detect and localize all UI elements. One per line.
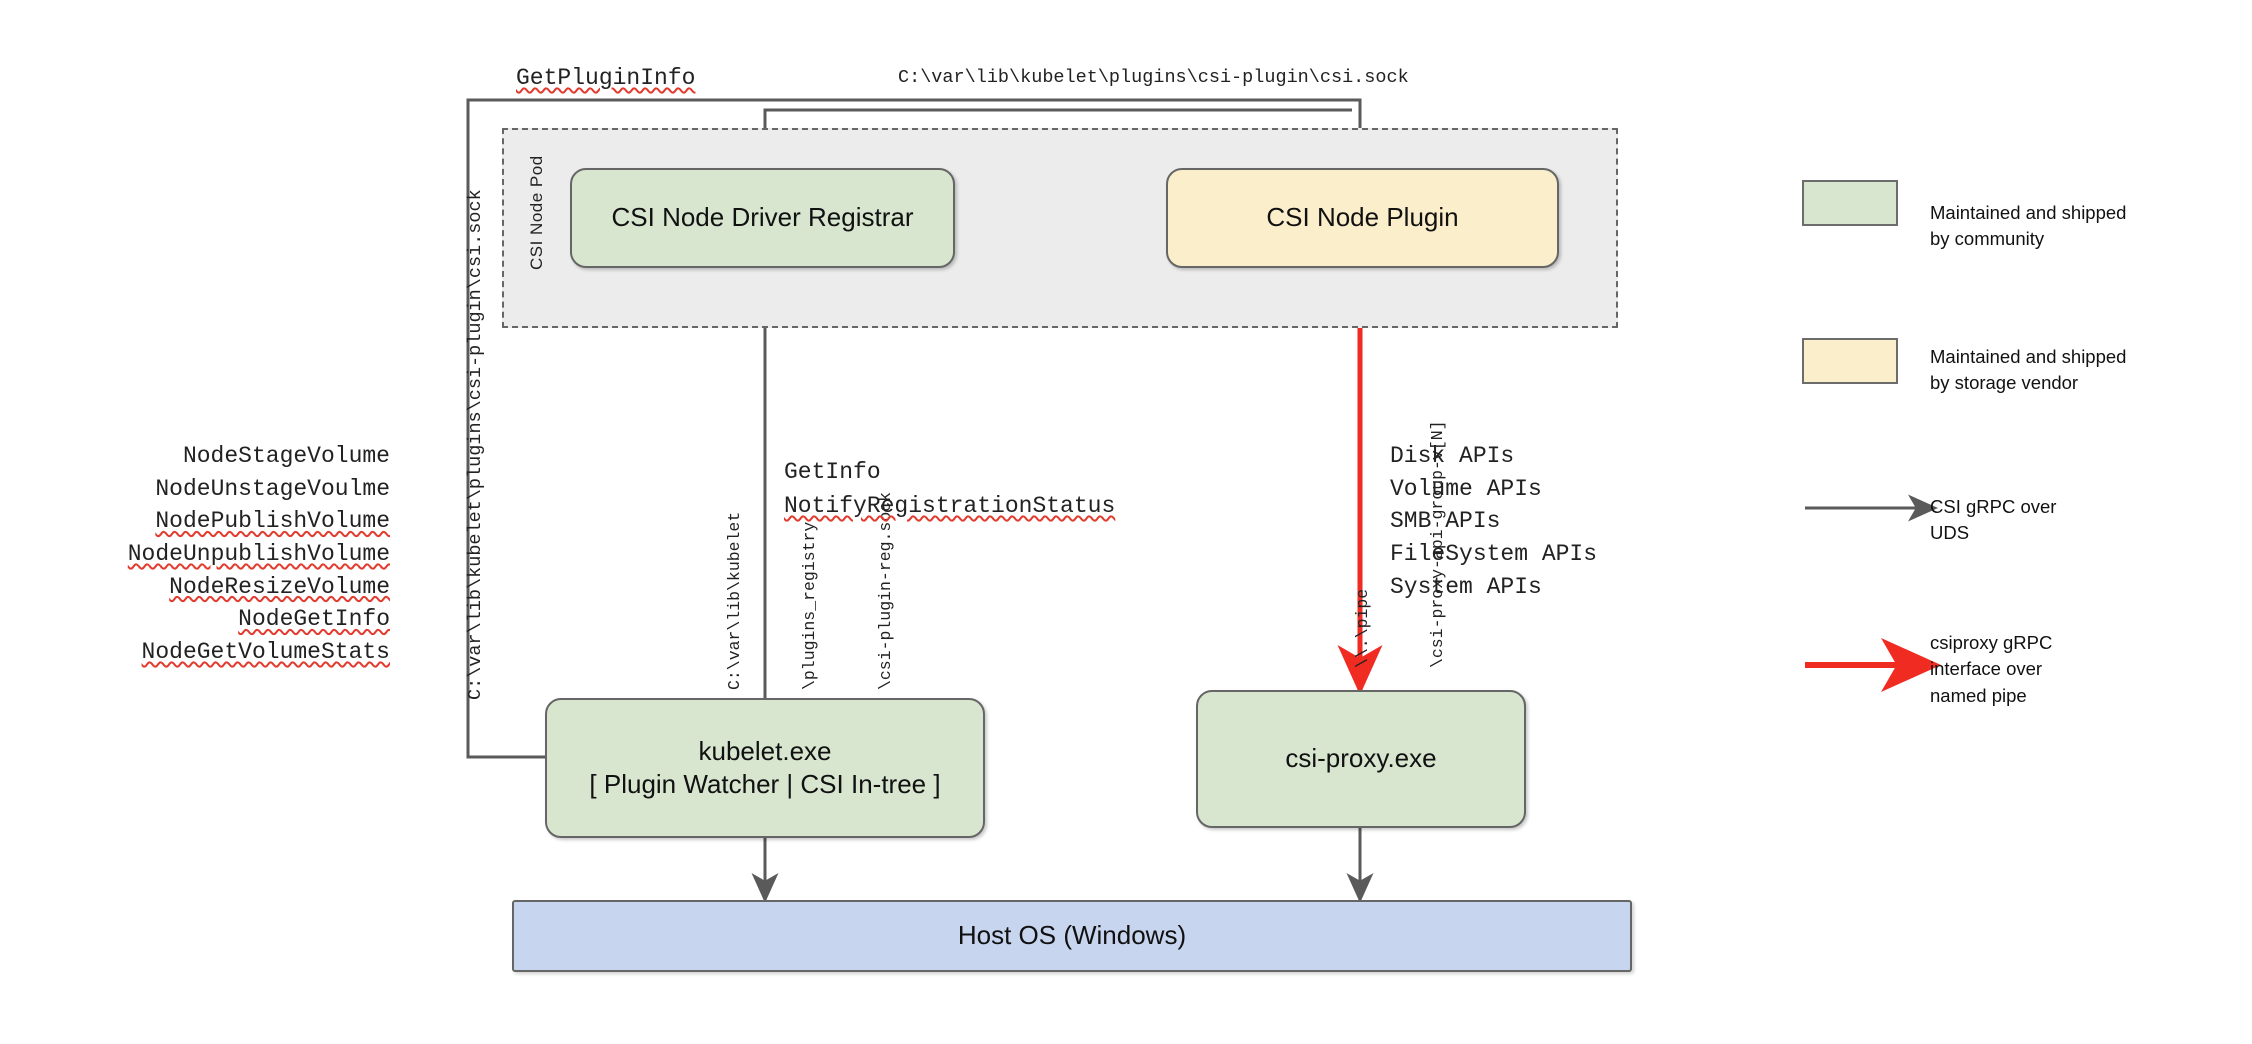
kubelet-title: kubelet.exe bbox=[698, 735, 832, 766]
kubelet-subtitle: [ Plugin Watcher | CSI In-tree ] bbox=[589, 769, 941, 799]
legend-swatch bbox=[1802, 180, 1898, 226]
node-api-item: NodeResizeVolume bbox=[169, 573, 390, 600]
proxy-api-item: Volume APIs bbox=[1390, 475, 1542, 502]
node-host-os[interactable]: Host OS (Windows) bbox=[512, 900, 1632, 972]
node-label: CSI Node Driver Registrar bbox=[611, 202, 914, 233]
legend-swatch bbox=[1802, 338, 1898, 384]
proxy-api-item: System APIs bbox=[1390, 573, 1542, 600]
node-csi-proxy-exe[interactable]: csi-proxy.exe bbox=[1196, 690, 1526, 828]
proxy-api-item: Disk APIs bbox=[1390, 443, 1515, 469]
node-label: Host OS (Windows) bbox=[957, 920, 1187, 951]
label-csi-sock-path: C:\var\lib\kubelet\plugins\csi-plugin\cs… bbox=[898, 67, 1409, 88]
node-api-item: NodeUnpublishVolume bbox=[127, 540, 390, 567]
legend-label: csiproxy gRPC interface over named pipe bbox=[1930, 632, 2053, 706]
node-csi-node-plugin[interactable]: CSI Node Plugin bbox=[1166, 168, 1559, 268]
node-api-item: NodeUnstageVoulme bbox=[155, 475, 390, 502]
node-csi-node-driver-registrar[interactable]: CSI Node Driver Registrar bbox=[570, 168, 955, 268]
node-label: csi-proxy.exe bbox=[1285, 743, 1437, 774]
node-label: CSI Node Plugin bbox=[1266, 202, 1459, 233]
node-api-item: NodeStageVolume bbox=[182, 443, 390, 469]
legend-label: CSI gRPC over UDS bbox=[1930, 496, 2057, 544]
label-csi-sock-vertical: C:\var\lib\kubelet\plugins\csi-plugin\cs… bbox=[465, 189, 486, 700]
node-api-item: NodeGetInfo bbox=[238, 606, 390, 633]
node-kubelet-exe[interactable]: kubelet.exe [ Plugin Watcher | CSI In-tr… bbox=[545, 698, 985, 838]
csi-node-pod-label: CSI Node Pod bbox=[527, 155, 546, 270]
label-getinfo: GetInfo bbox=[784, 459, 881, 485]
reg-sock-line-1: C:\var\lib\kubelet bbox=[725, 511, 745, 690]
proxy-api-item: FileSystem APIs bbox=[1390, 540, 1598, 567]
pipe-line-1: \\.\pipe bbox=[1353, 588, 1373, 668]
legend-label: Maintained and shipped by storage vendor bbox=[1930, 346, 2127, 394]
node-api-item: NodePublishVolume bbox=[155, 508, 390, 535]
legend-label: Maintained and shipped by community bbox=[1930, 202, 2127, 250]
proxy-api-item: SMB APIs bbox=[1390, 508, 1501, 535]
label-notifyregistrationstatus: NotifyRegistrationStatus bbox=[784, 493, 1116, 519]
node-api-item: NodeGetVolumeStats bbox=[141, 638, 390, 665]
label-getplugininfo: GetPluginInfo bbox=[516, 65, 696, 91]
